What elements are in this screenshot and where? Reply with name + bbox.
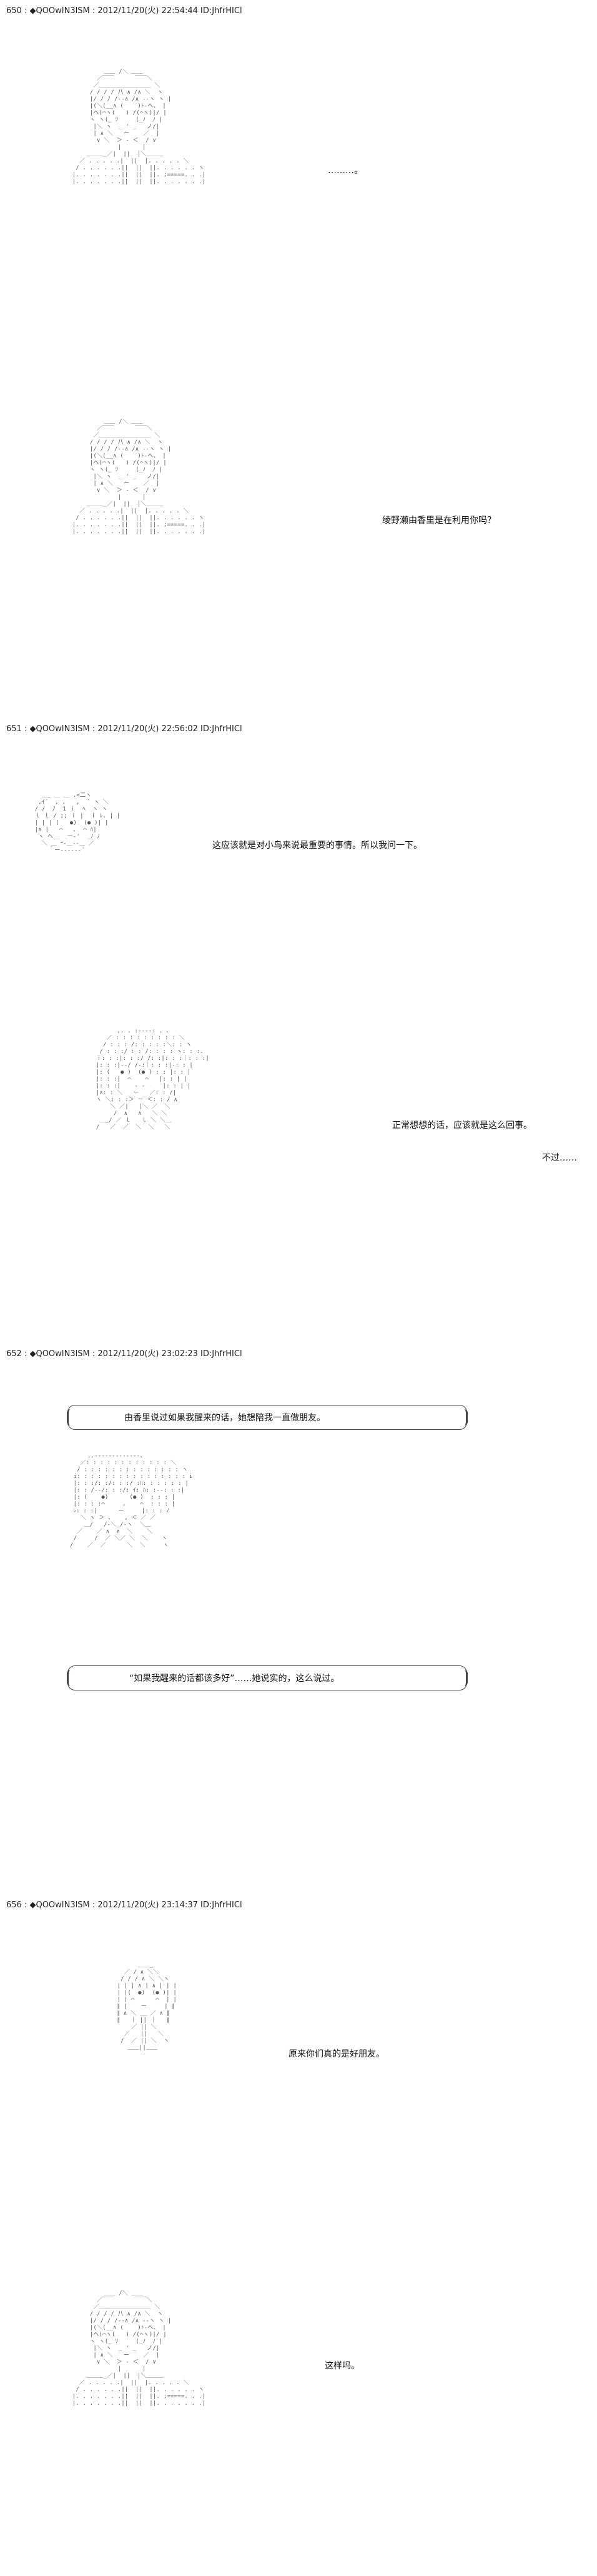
post-header: 656 : ◆QOOwIN3lSM : 2012/11/20(火) 23:14:…: [6, 1900, 242, 1910]
ascii-art-boy: ＿＿ /＼ ＿＿ ／￣￣ ￣￣＼ ／＿＿＿＿＿＿＿＿＿ ＼ / / / / 八 …: [72, 69, 206, 185]
ascii-art-child: ＿＿_ ／ / ∧ ＼＼ / / / ∧ ＼ ＼ヽ | | | ∧ | ∧ | …: [117, 1962, 177, 2051]
dialogue-text: ………。: [328, 166, 363, 176]
narration-text: 由香里说过如果我醒来的话，她想陪我一直做朋友。: [124, 1413, 325, 1423]
dialogue-text: 绫野濑由香里是在利用你吗？: [382, 516, 496, 526]
ascii-art-boy: ＿＿ /＼ ＿＿ ／￣￣ ￣￣＼ ／＿＿＿＿＿＿＿＿＿ ＼ / / / / 八 …: [72, 419, 206, 535]
post-header: 652 : ◆QOOwIN3lSM : 2012/11/20(火) 23:02:…: [6, 1349, 242, 1359]
ascii-art-boy: ＿＿ /＼ ＿＿ ／￣￣ ￣￣＼ ／＿＿＿＿＿＿＿＿＿ ＼ / / / / 八 …: [72, 2290, 206, 2407]
post-header: 650 : ◆QOOwIN3lSM : 2012/11/20(火) 22:54:…: [6, 6, 242, 16]
post-header: 651 : ◆QOOwIN3lSM : 2012/11/20(火) 22:56:…: [6, 724, 242, 734]
ascii-art-girl: ,. . :-‐‐-: . 、 ／ : : : : : : : : : ＼ / …: [96, 1028, 210, 1131]
dialogue-text: 原来你们真的是好朋友。: [289, 2049, 385, 2059]
dialogue-text: 这应该就是对小鸟来说最重要的事情。所以我问一下。: [212, 841, 422, 851]
ascii-art-bird: ＿_ ＿ ＿ .<二ヽ ,ｲ´ , , , ` ヽ ＼ / / / i ｉ ﾍ …: [34, 792, 121, 854]
narration-text: “如果我醒来的话都该多好”……她说实的，这么说过。: [129, 1674, 340, 1684]
dialogue-text: 正常想想的话，应该就是这么回事。: [392, 1121, 532, 1131]
dialogue-text: 不过……: [542, 1153, 577, 1163]
narration-box: 由香里说过如果我醒来的话，她想陪我一直做朋友。: [67, 1405, 468, 1430]
dialogue-text: 这样吗。: [325, 2361, 360, 2371]
narration-box: “如果我醒来的话都该多好”……她说实的，这么说过。: [67, 1665, 468, 1690]
ascii-art-friend: ,.-‐‐‐‐‐‐‐‐‐‐‐-、 ／: : : : : : : : : : : …: [69, 1453, 193, 1549]
